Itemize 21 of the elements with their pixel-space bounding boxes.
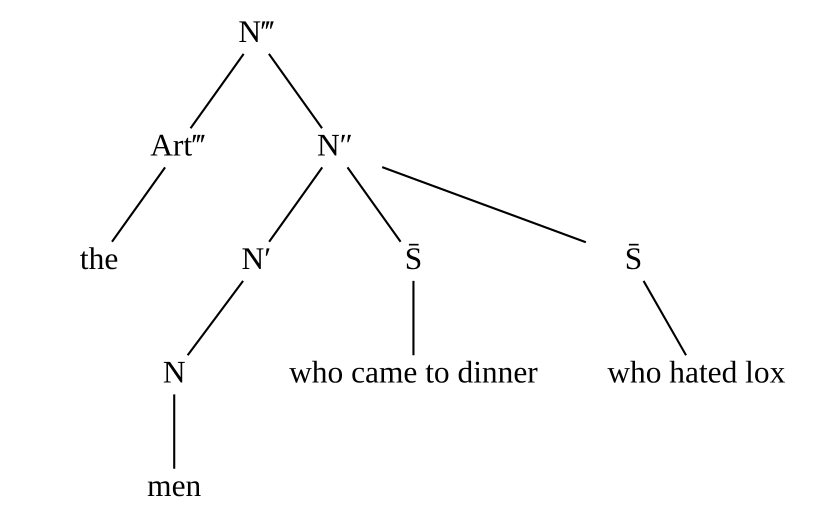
connector (172, 394, 175, 469)
connector (346, 166, 401, 242)
connector (381, 166, 586, 244)
node-text: N (162, 354, 186, 390)
node-text: the (79, 241, 118, 276)
node-text: N‴ (238, 14, 274, 50)
connector (642, 280, 686, 356)
node-text: who hated lox (606, 354, 785, 390)
connector (268, 166, 323, 242)
node-text: N″ (316, 128, 352, 163)
node-text: men (146, 468, 201, 504)
node-text: N′ (241, 241, 271, 276)
connector (189, 53, 244, 129)
connector (110, 166, 166, 242)
connector (186, 280, 244, 356)
node-text: who came to dinner (288, 354, 538, 390)
connector (412, 280, 414, 356)
node-text: Art‴ (150, 128, 205, 163)
node-text: S̄ (404, 241, 422, 276)
connector (268, 53, 322, 129)
node-text: S̄ (624, 241, 642, 276)
